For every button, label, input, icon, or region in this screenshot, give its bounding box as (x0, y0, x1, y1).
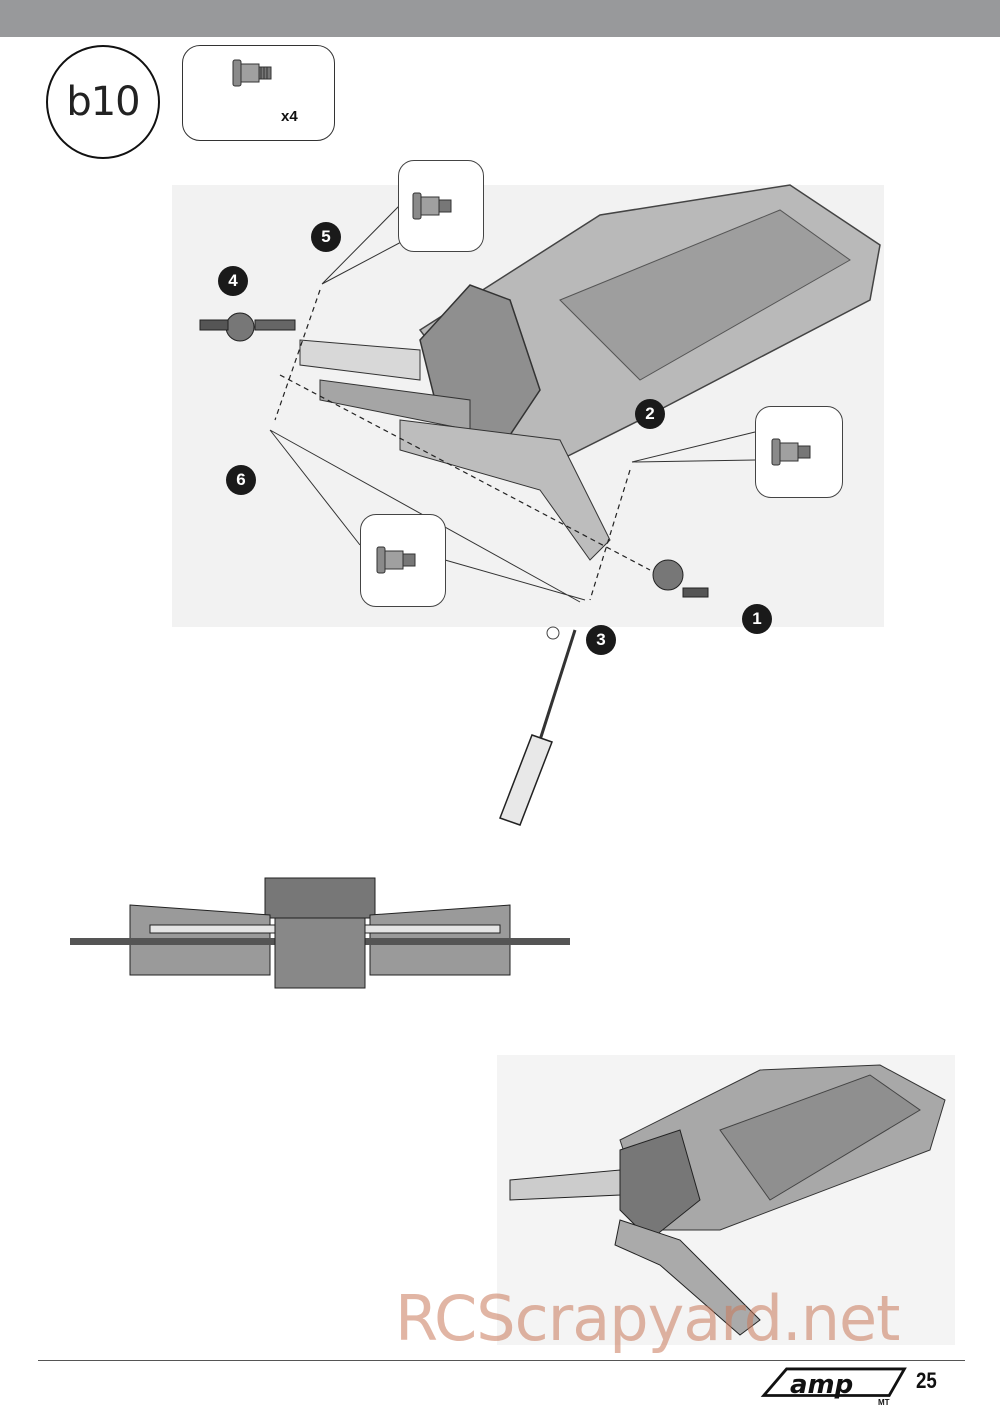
shoulder-screw-icon (232, 59, 272, 87)
screw-callout-right (755, 406, 843, 498)
callout-number-3: 3 (586, 625, 616, 655)
brand-logo: amp MT (760, 1367, 910, 1412)
screw-callout-bottom (360, 514, 446, 607)
callout-number-5: 5 (311, 222, 341, 252)
left-hub (225, 312, 255, 342)
callout-number-1: 1 (742, 604, 772, 634)
watermark: RCScrapyard.net (395, 1282, 900, 1355)
svg-text:amp: amp (790, 1370, 853, 1400)
parts-box: x4 (182, 45, 335, 141)
parts-quantity: x4 (281, 108, 298, 125)
callout-number-2: 2 (635, 399, 665, 429)
svg-text:MT: MT (878, 1398, 890, 1407)
shoulder-screw-icon (771, 438, 811, 466)
screw-callout-top (398, 160, 484, 252)
upper-arm (299, 339, 421, 381)
footer-divider (38, 1360, 965, 1361)
right-hub (652, 559, 684, 591)
completed-assembly-illustration (497, 1055, 955, 1345)
page-number: 25 (916, 1368, 937, 1393)
shoulder-screw-icon (376, 546, 416, 574)
assembly-illustration (70, 184, 955, 1345)
step-number: b10 (46, 45, 160, 159)
lower-arm (399, 419, 611, 561)
shoulder-screw-icon (412, 192, 452, 220)
front-view-illustration (70, 877, 570, 989)
header-bar (0, 0, 1000, 37)
callout-number-4: 4 (218, 266, 248, 296)
screwdriver-icon (499, 626, 577, 826)
callout-number-6: 6 (226, 465, 256, 495)
